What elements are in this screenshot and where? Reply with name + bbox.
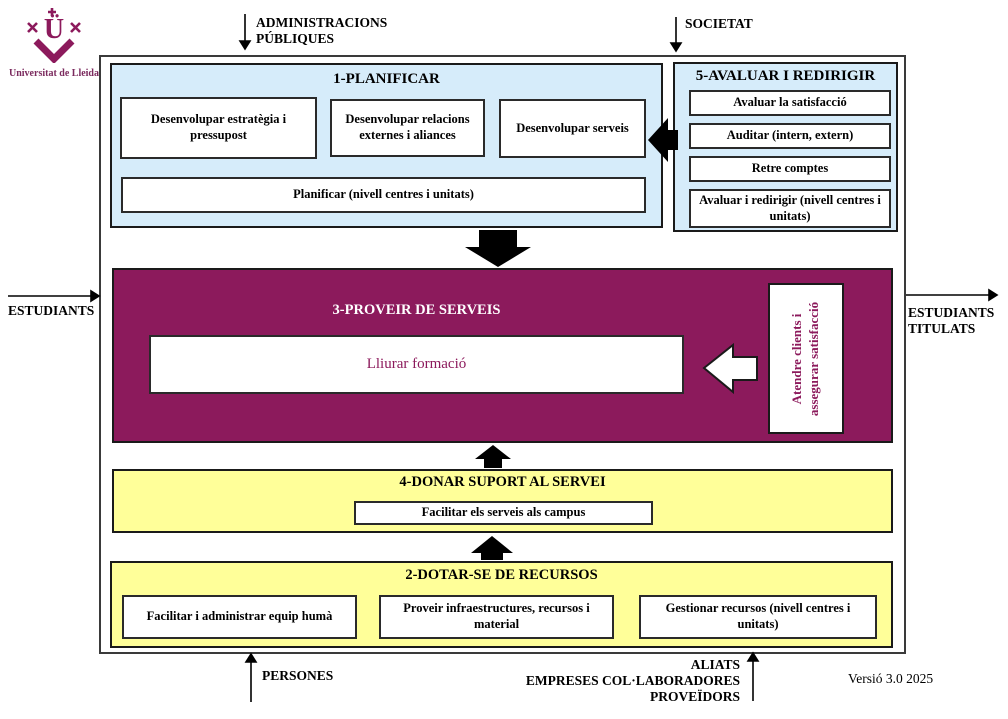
section-suport-title: 4-DONAR SUPORT AL SERVEI — [399, 474, 606, 490]
process-box-relacions-externes: Desenvolupar relacions externes i alianc… — [330, 99, 485, 157]
process-box-retre-comptes: Retre comptes — [689, 156, 891, 182]
process-box-desenvolupar-serveis: Desenvolupar serveis — [499, 99, 646, 158]
label-administracions-line2: PÚBLIQUES — [256, 30, 335, 46]
section-proveir-title: 3-PROVEIR DE SERVEIS — [332, 302, 501, 318]
process-box-facilitar-serveis-campus: Facilitar els serveis als campus — [354, 501, 653, 525]
section-planificar: 1-PLANIFICAR Desenvolupar estratègia i p… — [110, 63, 663, 228]
label-estudiants-titulats: ESTUDIANTS TITULATS — [908, 305, 994, 337]
section-planificar-title: 1-PLANIFICAR — [333, 71, 440, 87]
process-box-lliurar-formacio: Lliurar formació — [149, 335, 684, 394]
process-box-auditar: Auditar (intern, extern) — [689, 123, 891, 149]
process-box-equip-huma: Facilitar i administrar equip humà — [122, 595, 357, 639]
label-empreses-collaboradores: EMPRESES COL·LABORADORES — [525, 672, 740, 688]
section-proveir-serveis: 3-PROVEIR DE SERVEIS Lliurar formació At… — [112, 268, 893, 443]
atendre-clients-line2: assegurar satisfacció — [806, 301, 821, 416]
arrow-aliats-up-head — [746, 651, 760, 662]
university-logo: Ü Universitat de Lleida — [8, 5, 100, 80]
university-logo-caption: Universitat de Lleida — [9, 68, 99, 79]
label-persones: PERSONES — [262, 668, 334, 683]
process-box-avaluar-redirigir-centres: Avaluar i redirigir (nivell centres i un… — [689, 189, 891, 228]
label-aliats-block: ALIATS EMPRESES COL·LABORADORES PROVEÏDO… — [440, 657, 740, 705]
arrow-admin-down-head — [238, 40, 252, 51]
version-label: Versió 3.0 2025 — [848, 671, 934, 686]
label-estudiants: ESTUDIANTS — [8, 303, 95, 318]
label-estudiants-titulats-line2: TITULATS — [908, 320, 976, 336]
process-box-avaluar-satisfaccio: Avaluar la satisfacció — [689, 90, 891, 116]
label-proveidors: PROVEÏDORS — [649, 688, 740, 704]
section-donar-suport: 4-DONAR SUPORT AL SERVEI Facilitar els s… — [112, 469, 893, 533]
section-avaluar-title: 5-AVALUAR I REDIRIGIR — [695, 68, 876, 84]
arrow-persones-up-head — [244, 652, 258, 663]
university-logo-mark: Ü — [27, 8, 81, 64]
process-box-infraestructures: Proveir infraestructures, recursos i mat… — [379, 595, 614, 639]
label-aliats: ALIATS — [690, 657, 740, 672]
process-box-estrategia-pressupost: Desenvolupar estratègia i pressupost — [120, 97, 317, 159]
label-administracions-publiques: ADMINISTRACIONS PÚBLIQUES — [256, 15, 387, 47]
process-box-planificar-centres: Planificar (nivell centres i unitats) — [121, 177, 646, 213]
svg-text:Ü: Ü — [44, 14, 64, 45]
label-societat: SOCIETAT — [685, 16, 753, 31]
arrow-estudiants-in-head — [90, 289, 101, 303]
section-avaluar-redirigir: 5-AVALUAR I REDIRIGIR Avaluar la satisfa… — [673, 62, 898, 232]
arrow-societat-down-head — [669, 42, 683, 53]
process-box-gestionar-recursos: Gestionar recursos (nivell centres i uni… — [639, 595, 877, 639]
section-recursos-title: 2-DOTAR-SE DE RECURSOS — [405, 567, 598, 583]
arrow-estudiants-titulats-out-head — [988, 288, 999, 302]
atendre-clients-line1: Atendre clients i — [789, 313, 805, 404]
label-estudiants-titulats-line1: ESTUDIANTS — [908, 305, 995, 320]
section-dotarse-recursos: 2-DOTAR-SE DE RECURSOS Facilitar i admin… — [110, 561, 893, 648]
label-administracions-line1: ADMINISTRACIONS — [256, 15, 388, 30]
process-box-atendre-clients: Atendre clients i assegurar satisfacció — [768, 283, 844, 434]
